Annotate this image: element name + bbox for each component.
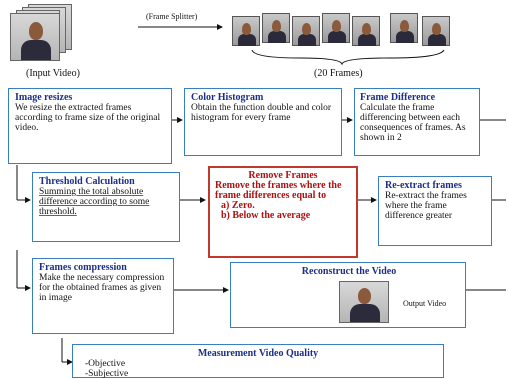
frame-difference-box: Frame Difference Calculate the frame dif…	[354, 88, 480, 156]
frames-strip	[232, 10, 452, 54]
re-extract-box: Re-extract frames Re-extract the frames …	[378, 176, 492, 246]
compression-title: Frames compression	[39, 262, 127, 273]
input-video-label: (Input Video)	[26, 68, 80, 79]
frame-thumb	[390, 13, 418, 43]
measurement-item-objective: -Objective	[85, 359, 126, 369]
input-video-stack	[10, 4, 72, 61]
color-histogram-text: Obtain the function double and color his…	[191, 103, 332, 123]
image-resizes-box: Image resizes We resize the extracted fr…	[8, 88, 172, 164]
color-histogram-box: Color Histogram Obtain the function doub…	[184, 88, 342, 156]
image-resizes-title: Image resizes	[15, 92, 73, 103]
frame-thumb	[262, 13, 290, 43]
frame-thumb	[322, 13, 350, 43]
re-extract-title: Re-extract frames	[385, 180, 462, 191]
compression-box: Frames compression Make the necessary co…	[32, 258, 174, 334]
frame-thumb	[292, 16, 320, 46]
remove-frames-item-a: a) Zero.	[221, 200, 255, 211]
frame-splitter-label: (Frame Splitter)	[146, 12, 198, 21]
remove-frames-box: Remove Frames Remove the frames where th…	[208, 166, 358, 258]
reconstruct-box: Reconstruct the Video Output Video	[230, 262, 466, 328]
frame-thumb	[422, 16, 450, 46]
compression-text: Make the necessary compression for the o…	[39, 273, 165, 303]
measurement-title: Measurement Video Quality	[197, 348, 319, 359]
output-video-thumbnail	[339, 281, 389, 323]
re-extract-text: Re-extract the frames where the frame di…	[385, 191, 467, 221]
frame-thumb	[232, 16, 260, 46]
threshold-title: Threshold Calculation	[39, 176, 135, 187]
frame-difference-title: Frame Difference	[360, 92, 436, 103]
measurement-box: Measurement Video Quality -Objective -Su…	[72, 344, 444, 379]
remove-frames-title: Remove Frames	[248, 170, 318, 181]
threshold-text: Summing the total absolute difference ac…	[39, 187, 150, 217]
frames-brace	[251, 49, 445, 66]
output-video-label: Output Video	[403, 299, 447, 308]
measurement-item-subjective: -Subjective	[85, 369, 129, 379]
remove-frames-item-b: b) Below the average	[221, 210, 311, 221]
remove-frames-text: Remove the frames where the frame differ…	[215, 180, 342, 201]
threshold-box: Threshold Calculation Summing the total …	[32, 172, 180, 242]
color-histogram-title: Color Histogram	[191, 92, 264, 103]
frames-count-label: (20 Frames)	[314, 68, 363, 79]
frame-thumb	[352, 16, 380, 46]
frame-difference-text: Calculate the frame differencing between…	[360, 103, 466, 143]
reconstruct-title: Reconstruct the Video	[301, 266, 397, 277]
input-video-thumbnail	[10, 13, 60, 61]
image-resizes-text: We resize the extracted frames according…	[15, 103, 161, 133]
